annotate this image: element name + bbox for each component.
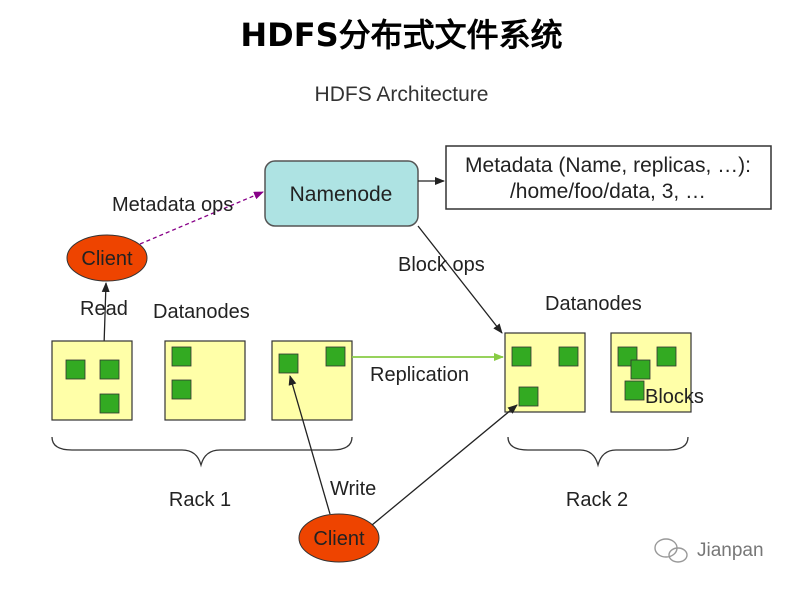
datanode-1: [51, 340, 133, 421]
write-arrow-rack2: [371, 404, 518, 526]
block: [656, 346, 677, 367]
namenode-label: Namenode: [290, 183, 393, 206]
block-ops-label: Block ops: [398, 254, 485, 276]
datanodes-right-label: Datanodes: [545, 293, 642, 315]
write-label: Write: [330, 478, 376, 500]
wechat-icon: [654, 538, 688, 563]
metadata-line1: Metadata (Name, replicas, …):: [465, 154, 751, 177]
metadata-box: Metadata (Name, replicas, …): /home/foo/…: [445, 145, 772, 210]
datanode-2: [164, 340, 246, 421]
rack-1-brace: [51, 436, 353, 468]
client-top: Client: [66, 234, 148, 282]
rack-1-label: Rack 1: [169, 489, 231, 511]
block: [630, 359, 651, 380]
metadata-line2: /home/foo/data, 3, …: [510, 180, 706, 203]
block: [511, 346, 532, 367]
client-bottom-label: Client: [313, 528, 365, 550]
client-bottom: Client: [298, 513, 380, 563]
client-top-label: Client: [81, 248, 133, 270]
block: [99, 359, 120, 380]
block: [99, 393, 120, 414]
blocks-label: Blocks: [645, 386, 704, 408]
datanode-4: [504, 332, 586, 413]
block: [65, 359, 86, 380]
watermark-text: Jianpan: [697, 540, 764, 561]
block: [558, 346, 579, 367]
block: [624, 380, 645, 401]
block: [325, 346, 346, 367]
datanodes-left-label: Datanodes: [153, 301, 250, 323]
block: [518, 386, 539, 407]
replication-label: Replication: [370, 364, 469, 386]
rack-2-label: Rack 2: [566, 489, 628, 511]
rack-2-brace: [507, 436, 689, 468]
block: [278, 353, 299, 374]
read-arrow: [101, 282, 110, 347]
read-label: Read: [80, 298, 128, 320]
datanode-3: [271, 340, 353, 421]
datanode-5: Blocks: [610, 332, 704, 413]
block-ops-arrow: [417, 225, 503, 334]
page-title: HDFS分布式文件系统: [240, 16, 563, 54]
block: [171, 346, 192, 367]
block: [171, 379, 192, 400]
namenode-node: Namenode: [264, 160, 419, 227]
diagram-subtitle: HDFS Architecture: [314, 83, 489, 106]
metadata-ops-label: Metadata ops: [112, 194, 233, 216]
metadata-ops-arrow: [139, 191, 264, 245]
write-arrow-rack1: [288, 375, 331, 515]
